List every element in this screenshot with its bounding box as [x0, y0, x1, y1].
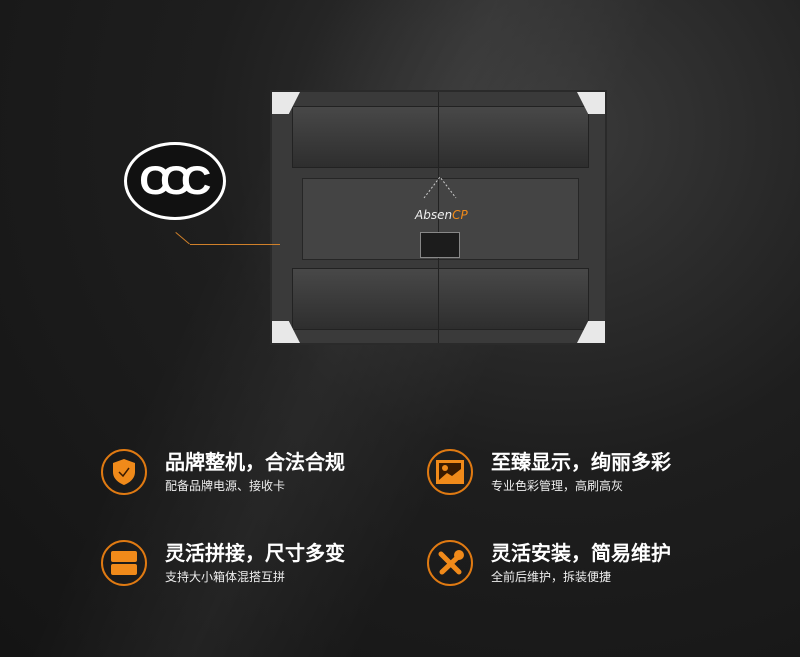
feature-subtitle: 支持大小箱体混搭互拼	[165, 570, 286, 584]
feature-title: 品牌整机，合法合规	[165, 450, 345, 474]
feature-subtitle: 专业色彩管理，高刷高灰	[491, 479, 624, 493]
hanging-triangle	[423, 176, 457, 199]
shield-check-icon	[101, 449, 147, 495]
cabinet-bottom-frame	[292, 268, 589, 330]
feature-title: 灵活拼接，尺寸多变	[165, 541, 345, 565]
product-label	[420, 232, 460, 258]
feature-item: 品牌整机，合法合规配备品牌电源、接收卡	[101, 449, 345, 495]
cabinet-divider	[438, 92, 439, 343]
feature-title: 至臻显示，绚丽多彩	[491, 450, 671, 474]
image-icon	[427, 449, 473, 495]
cabinet-top-frame	[292, 106, 589, 168]
brand-logo: AbsenCP	[415, 208, 468, 222]
feature-subtitle: 配备品牌电源、接收卡	[165, 479, 286, 493]
feature-item: 灵活安装，简易维护全前后维护，拆装便捷	[427, 540, 671, 586]
tools-icon	[427, 540, 473, 586]
ccc-mark-text: CCC	[138, 159, 211, 203]
feature-subtitle: 全前后维护，拆装便捷	[491, 570, 612, 584]
ccc-certification-mark: CCC	[124, 142, 226, 220]
feature-item: 至臻显示，绚丽多彩专业色彩管理，高刷高灰	[427, 449, 671, 495]
feature-item: 灵活拼接，尺寸多变支持大小箱体混搭互拼	[101, 540, 345, 586]
panels-icon	[101, 540, 147, 586]
led-cabinet-image: AbsenCP	[270, 90, 607, 345]
feature-title: 灵活安装，简易维护	[491, 541, 671, 565]
leader-line	[190, 244, 280, 245]
